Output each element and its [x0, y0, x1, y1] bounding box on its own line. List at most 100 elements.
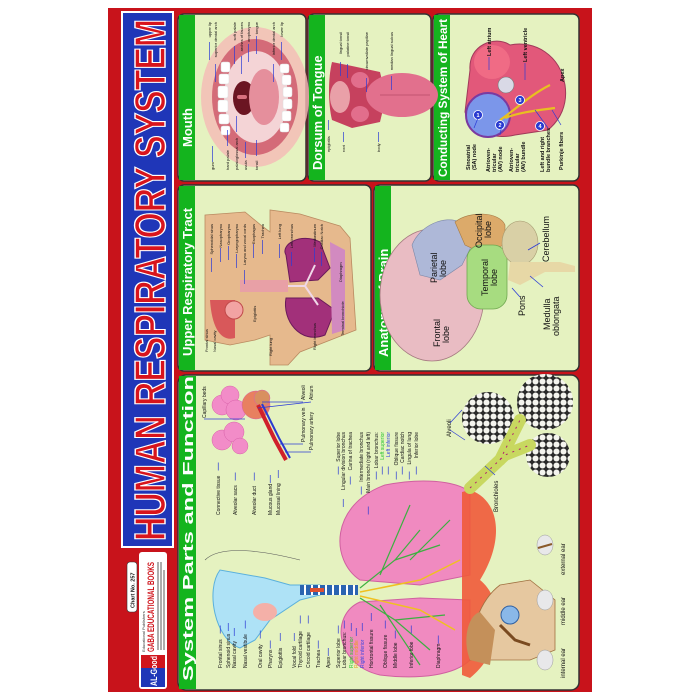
diagram-label: superior dental arch	[213, 22, 218, 57]
upper-tract-illustration	[204, 209, 357, 366]
text-label: Parietal	[429, 252, 439, 283]
text-label: external ear	[561, 543, 567, 575]
diagram-label: arches of fauces	[239, 22, 244, 51]
tongue-labels-bottom: epiglottis root body	[326, 120, 381, 152]
diagram-label: Horizontal fissure	[369, 629, 375, 668]
diagram-label: Larynx and vocal cords	[242, 224, 247, 265]
text-label: Educational Publishers	[141, 611, 146, 652]
panel-title: Conducting System of Heart	[436, 19, 450, 177]
diagram-label: Right inferior	[360, 639, 366, 668]
text-label: Right bronchus	[312, 323, 317, 350]
diagram-label: Lingular division bronchus	[341, 432, 347, 490]
panel-title: Mouth	[180, 108, 195, 147]
diagram-label: palatine tonsil	[345, 32, 350, 57]
title-band: HUMAN RESPIRATORY SYSTEM	[121, 11, 176, 548]
text-label: 1	[476, 113, 479, 119]
diagram-label: Pharynx	[268, 649, 274, 668]
text-label: Nasal cavity	[212, 330, 217, 352]
text-label: Left and right	[540, 137, 546, 172]
diagram-label: Vocal fold	[292, 646, 298, 668]
diagram-label: oropharynx	[246, 22, 251, 42]
diagram-label: tonsil	[254, 161, 259, 170]
diagram-label: Inferior lobe	[414, 432, 420, 459]
diagram-label: Sphenoid sinus	[226, 633, 232, 668]
diagram-label: Inferior lobe	[409, 641, 415, 668]
diagram-label: Intermediate bronchus	[359, 432, 365, 482]
text-label: AL-Good	[149, 656, 159, 686]
diagram-label: Sphenoidal sinus	[209, 224, 214, 254]
text-label: (SA) node	[472, 144, 478, 170]
diagram-label: Nasal cavity	[232, 641, 238, 668]
label-pons: Pons	[517, 295, 527, 316]
text-label: Epiglottis	[252, 306, 257, 322]
text-label: Bronchioles	[494, 481, 500, 512]
diagram-label: Diaphragm	[436, 644, 442, 668]
diagram-label: Left lung	[277, 224, 282, 239]
diagram-label: root	[341, 144, 346, 152]
diagram-label: tongue	[254, 21, 259, 34]
text-label: middle ear	[561, 597, 567, 625]
diagram-label: body	[376, 143, 381, 152]
panel-title: System Parts and Function	[180, 376, 197, 681]
text-label: (AV) node	[498, 146, 504, 172]
diagram-label: Oblique fissure	[383, 634, 389, 668]
diagram-label: median lingual sulcus	[389, 32, 394, 70]
text-label: Occipital	[474, 213, 484, 248]
text-label: 3	[518, 98, 521, 104]
text-label: Alveoli	[301, 385, 307, 400]
diagram-label: epiglottis	[326, 136, 331, 152]
diagram-label: Nasopharynx	[218, 224, 223, 248]
label-frontal-lobe: Frontallobe	[432, 319, 451, 347]
text-label: Right lung	[268, 338, 273, 356]
diagram-label: Lobar bronchus:	[342, 632, 348, 668]
alveoli-cluster-illustration	[462, 374, 573, 494]
head-airway-illustration	[204, 550, 358, 649]
text-label: Frontal sinus	[204, 329, 209, 352]
text-label: internal ear	[561, 648, 567, 678]
diagram-label: Cardiac Notch	[319, 224, 324, 249]
text-label: Frontal	[432, 319, 442, 347]
alveolus-illustration	[211, 385, 291, 461]
text-label: Apex	[560, 68, 566, 82]
brain-illustration	[379, 213, 575, 362]
text-label: lobe	[489, 269, 499, 286]
diagram-label: Apex	[326, 656, 332, 668]
label-parietal-lobe: Parietallobe	[429, 252, 448, 283]
diagram-label: Lingula of lung	[407, 432, 413, 465]
heart-labels: Left atrium Left ventricle Apex Sinoatri…	[466, 27, 566, 172]
diagram-label: Left superior	[380, 432, 386, 460]
brain-labels: Frontallobe Parietallobe Occipitallobe T…	[429, 213, 561, 347]
diagram-label: Lobar bronchus:	[374, 432, 380, 468]
diagram-label: Right superior	[349, 637, 355, 668]
diagram-label: Carina of trachea	[348, 432, 354, 471]
publisher-logo: AL-Good	[141, 655, 165, 687]
publisher-address	[157, 562, 165, 650]
system-single-labels: Capillary beds Alveoli Atrium Pulmonary …	[202, 385, 567, 678]
text-label: (AV) bundle	[521, 142, 527, 172]
diagram-label: Superior lobe	[336, 432, 342, 462]
diagram-label: upper lip	[207, 21, 212, 37]
heart-illustration: 12 34	[464, 40, 567, 138]
text-label: Atrioven-	[486, 148, 492, 172]
chart-number-tag: Chart No. 257	[126, 561, 138, 613]
text-label: Pulmonary vein	[301, 407, 307, 442]
text-label: Pulmonary artery	[309, 411, 315, 450]
diagram-label: Oropharynx	[226, 224, 231, 245]
diagram-label: Trachea	[316, 650, 322, 668]
diagram-label: uvula	[243, 160, 248, 170]
diagram-label: Main bronchi (right and left)	[366, 432, 372, 493]
mouth-illustration	[201, 27, 309, 167]
label-occipital-lobe: Occipitallobe	[474, 213, 493, 248]
text-label: Atrium	[309, 386, 315, 400]
tongue-illustration	[329, 62, 438, 128]
diagram-label: Superior lobe	[336, 638, 342, 668]
diagram-label: Right middle	[354, 640, 360, 668]
diagram-label: lower lip	[279, 21, 284, 36]
text-label: lobe	[483, 221, 493, 238]
diagram-label: Cardiac notch	[400, 432, 406, 463]
